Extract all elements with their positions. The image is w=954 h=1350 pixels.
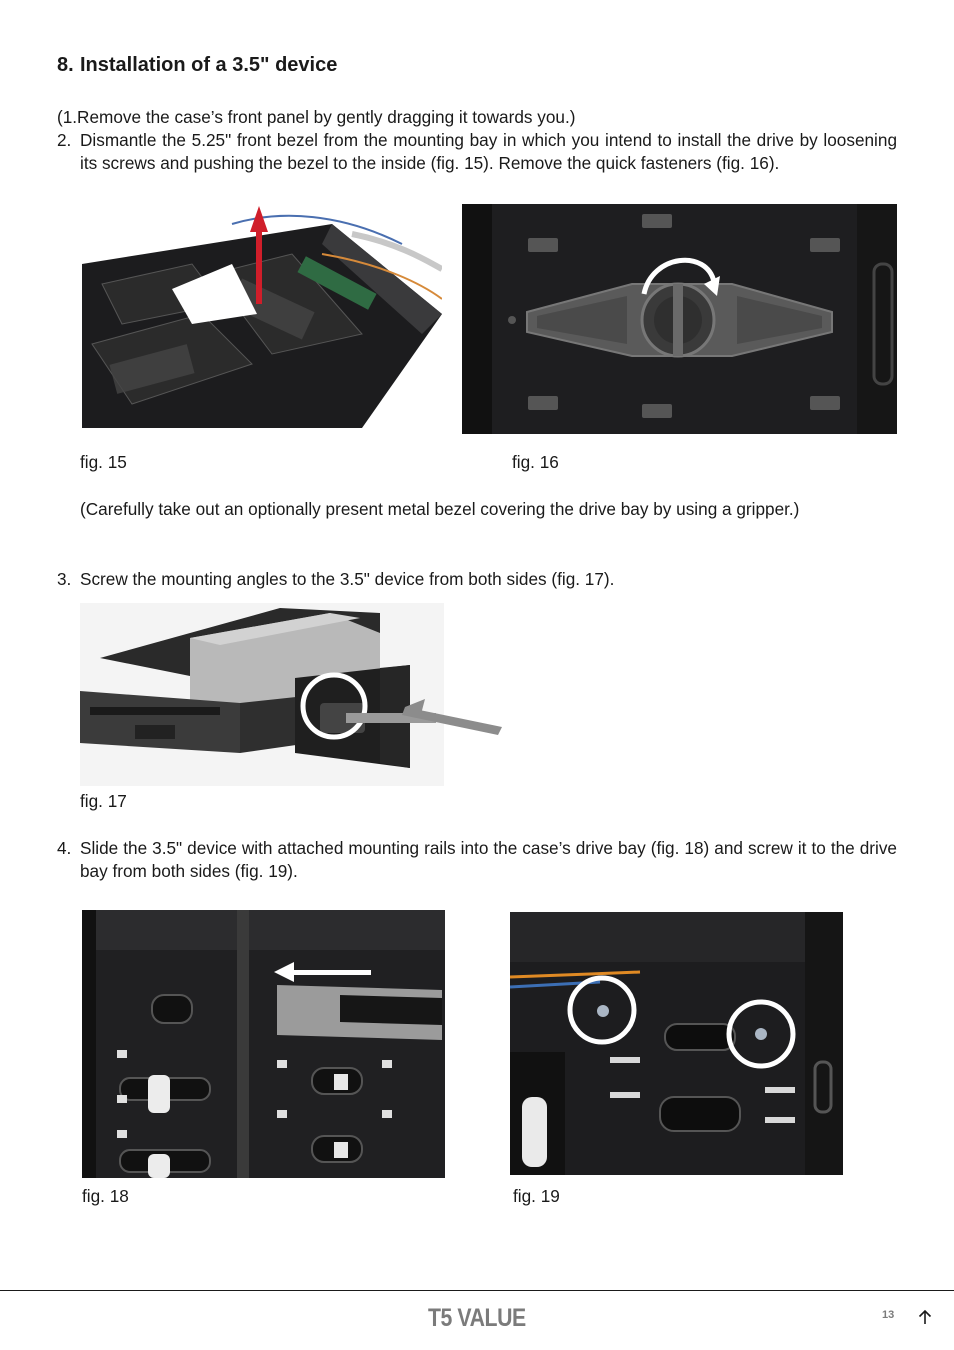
step-2-number: 2. [57, 130, 72, 150]
fig-17-caption: fig. 17 [80, 791, 127, 811]
fig-18-caption: fig. 18 [82, 1186, 129, 1206]
step-4-number: 4. [57, 838, 72, 858]
fig-19-image [510, 912, 843, 1175]
note-paragraph: (Carefully take out an optionally presen… [80, 499, 800, 519]
step-2-text: Dismantle the 5.25" front bezel from the… [80, 130, 897, 174]
fig-19-caption: fig. 19 [513, 1186, 560, 1206]
section-heading: 8. Installation of a 3.5" device [57, 54, 337, 77]
fig-15-caption: fig. 15 [80, 452, 127, 472]
fig-18-image [82, 910, 445, 1178]
fig-16-image [462, 204, 897, 434]
step-4: 4. Slide the 3.5" device with attached m… [57, 837, 897, 883]
footer-divider [0, 1290, 954, 1291]
page-number: 13 [882, 1309, 895, 1321]
step-3: 3. Screw the mounting angles to the 3.5"… [57, 568, 897, 591]
intro-paragraph: (1.Remove the case’s front panel by gent… [57, 107, 576, 127]
arrow-up-icon[interactable] [916, 1308, 934, 1326]
section-title: Installation of a 3.5" device [80, 54, 338, 76]
step-4-text: Slide the 3.5" device with attached moun… [80, 838, 897, 882]
step-3-text: Screw the mounting angles to the 3.5" de… [80, 569, 615, 589]
footer-brand: T5 VALUE [428, 1304, 526, 1332]
section-number: 8. [57, 54, 74, 76]
fig-17-image [80, 603, 502, 786]
step-3-number: 3. [57, 569, 72, 589]
fig-15-image [82, 204, 442, 428]
step-2: 2. Dismantle the 5.25" front bezel from … [57, 129, 897, 175]
fig-16-caption: fig. 16 [512, 452, 559, 472]
